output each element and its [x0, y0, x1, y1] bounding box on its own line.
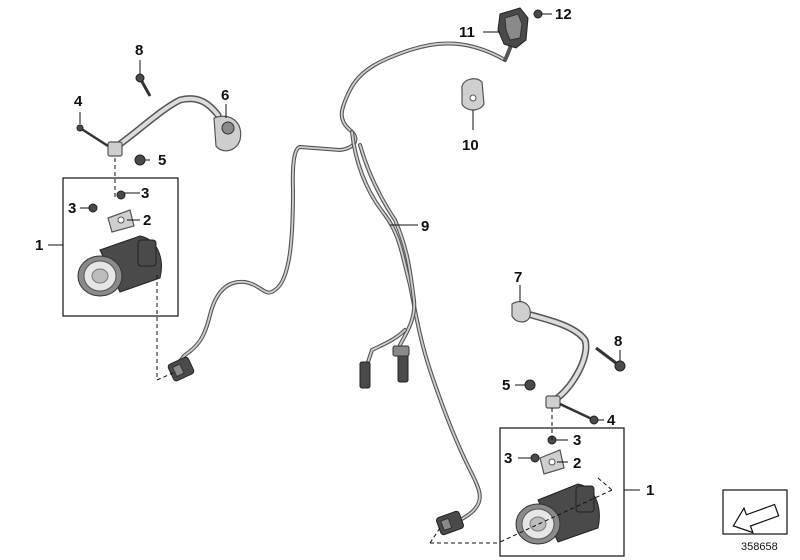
callout-switch-11: 11 [459, 24, 475, 41]
assembly-dashed-lines [114, 158, 613, 544]
left-lamp-bracket [107, 209, 135, 233]
right-mounting-bracket [511, 301, 590, 409]
callout-right-4: 4 [607, 412, 616, 429]
callout-right-1: 1 [646, 482, 654, 499]
right-bolt-4 [559, 402, 599, 425]
callout-right-5: 5 [502, 377, 510, 394]
middle-connector-plugs [359, 345, 410, 389]
callout-labels: 1 2 3 3 4 5 6 8 1 2 3 3 4 5 7 8 9 10 11 … [35, 6, 654, 499]
callout-left-4: 4 [74, 93, 83, 110]
callout-right-2: 2 [573, 455, 581, 472]
callout-left-3a: 3 [68, 200, 76, 217]
callout-left-3b: 3 [141, 185, 149, 202]
left-connector-plug [167, 356, 195, 382]
left-nut-5 [134, 154, 146, 166]
callout-screw-12: 12 [555, 6, 572, 23]
document-number: 358658 [741, 541, 778, 553]
callout-left-5: 5 [158, 152, 166, 169]
right-bolt-8 [595, 346, 626, 372]
callout-right-3a: 3 [504, 450, 512, 467]
handlebar-switch [497, 7, 529, 49]
cable-clip [461, 78, 485, 111]
callout-right-7: 7 [514, 269, 522, 286]
left-lamp-frame [62, 177, 179, 317]
callout-left-1: 1 [35, 237, 43, 254]
right-lamp-bracket [539, 449, 565, 475]
leader-lines [48, 13, 640, 491]
callout-left-2: 2 [143, 212, 151, 229]
wiring-harness [167, 28, 520, 536]
switch-screw [533, 9, 543, 19]
callout-right-3b: 3 [573, 432, 581, 449]
left-bolt-8 [135, 73, 152, 97]
right-nut-5 [524, 379, 536, 391]
left-mounting-bracket [107, 95, 242, 157]
left-bolt-4 [76, 124, 109, 148]
bottom-connector-plug [435, 510, 465, 536]
right-auxiliary-lamp [515, 483, 600, 545]
left-auxiliary-lamp [77, 235, 162, 297]
callout-left-6: 6 [221, 87, 229, 104]
callout-harness-9: 9 [421, 218, 429, 235]
right-lamp-frame [499, 427, 625, 557]
left-screws-3 [88, 190, 126, 213]
callout-right-8: 8 [614, 333, 622, 350]
part-catalog-corner-icon [722, 489, 788, 535]
callout-left-8: 8 [135, 42, 143, 59]
callout-clip-10: 10 [462, 137, 479, 154]
